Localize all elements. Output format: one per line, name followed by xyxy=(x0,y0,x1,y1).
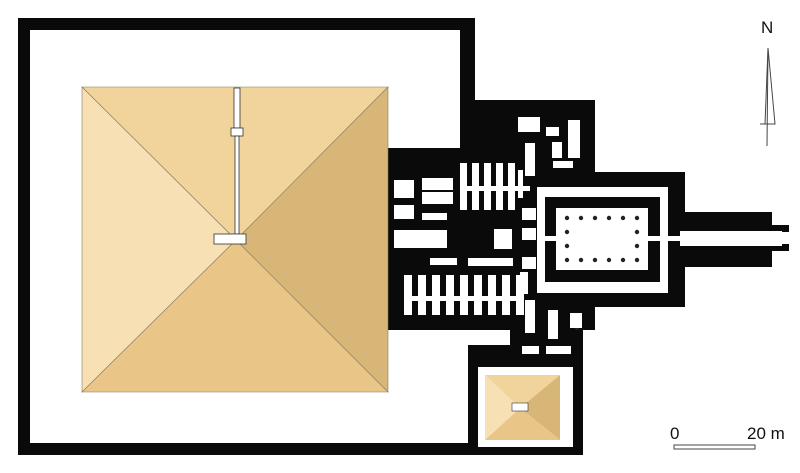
column xyxy=(592,215,598,221)
column xyxy=(564,243,570,249)
column xyxy=(564,215,570,221)
satellite-pyramid xyxy=(485,375,560,440)
column xyxy=(578,215,584,221)
storeroom xyxy=(404,275,412,315)
storeroom xyxy=(418,275,426,315)
scale-bar xyxy=(673,444,756,450)
storeroom xyxy=(496,163,503,210)
pyramid-entrance-corridor xyxy=(213,87,247,245)
storeroom xyxy=(520,272,528,294)
storeroom xyxy=(508,163,515,210)
storeroom xyxy=(446,275,454,315)
column xyxy=(578,257,584,263)
storeroom xyxy=(472,163,479,210)
north-arrow-icon xyxy=(760,47,776,147)
storeroom xyxy=(474,275,482,315)
column xyxy=(634,229,640,235)
column xyxy=(634,215,640,221)
storeroom xyxy=(460,275,468,315)
scale-start-label: 0 xyxy=(670,424,680,443)
column xyxy=(620,257,626,263)
storeroom xyxy=(502,275,510,315)
storeroom xyxy=(460,163,467,210)
column xyxy=(592,257,598,263)
north-label: N xyxy=(761,18,774,37)
storeroom xyxy=(516,275,524,315)
storeroom xyxy=(488,275,496,315)
causeway-entrance xyxy=(680,231,782,246)
column xyxy=(606,257,612,263)
column xyxy=(634,243,640,249)
column xyxy=(564,257,570,263)
column xyxy=(606,215,612,221)
storeroom xyxy=(432,275,440,315)
storeroom xyxy=(484,163,491,210)
main-pyramid xyxy=(81,86,389,393)
column xyxy=(564,229,570,235)
columned-courtyard xyxy=(537,187,782,293)
scale-end-label: 20 m xyxy=(747,424,785,443)
column xyxy=(634,257,640,263)
storerooms xyxy=(404,163,528,315)
column xyxy=(620,215,626,221)
